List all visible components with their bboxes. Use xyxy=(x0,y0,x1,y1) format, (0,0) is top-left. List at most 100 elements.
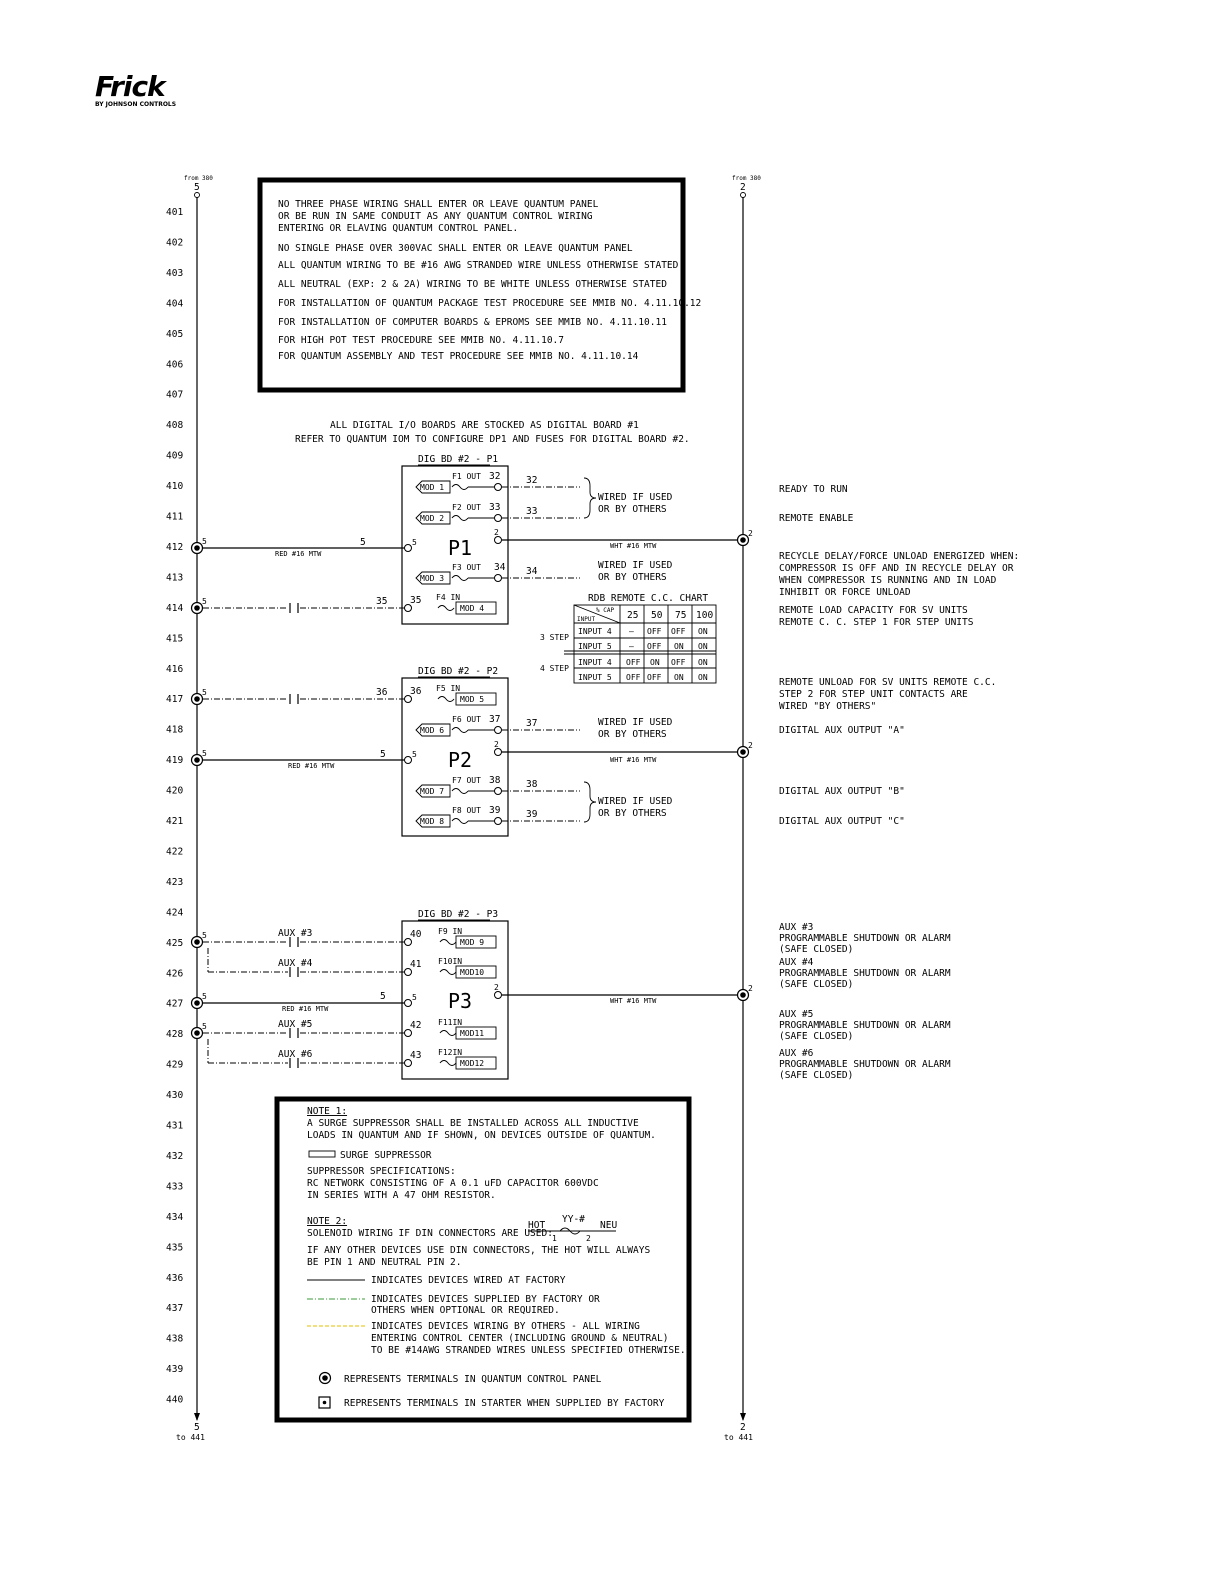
row-number: 440 xyxy=(166,1395,183,1406)
note-line: ALL NEUTRAL (EXP: 2 & 2A) WIRING TO BE W… xyxy=(278,279,667,290)
din-pin: 1 xyxy=(552,1234,557,1243)
row-number: 419 xyxy=(166,755,183,766)
rdb-cell: ON xyxy=(674,642,684,651)
fuse-label: F11IN xyxy=(438,1018,462,1027)
wire-number: 35 xyxy=(376,596,387,607)
wire-label-red: RED #16 MTW xyxy=(275,550,322,558)
wired-if-used: WIRED IF USED xyxy=(598,796,673,807)
wire-label-wht: WHT #16 MTW xyxy=(610,542,657,550)
rdb-cell: ON xyxy=(698,642,708,651)
right-rail-to: to 441 xyxy=(724,1433,753,1442)
rdb-cell: OFF xyxy=(647,642,662,651)
row-number: 430 xyxy=(166,1090,183,1101)
wire-number: 40 xyxy=(410,929,422,940)
row-number: 436 xyxy=(166,1273,183,1284)
description: AUX #6 xyxy=(779,1048,814,1059)
stock-note: REFER TO QUANTUM IOM TO CONFIGURE DP1 AN… xyxy=(295,434,690,445)
fuse-label: F4 IN xyxy=(436,593,460,602)
aux-label: AUX #4 xyxy=(278,958,313,969)
description: DIGITAL AUX OUTPUT "A" xyxy=(779,725,905,736)
description: (SAFE CLOSED) xyxy=(779,979,853,990)
descriptions: READY TO RUN REMOTE ENABLE RECYCLE DELAY… xyxy=(779,484,1019,1081)
note-line: NO SINGLE PHASE OVER 300VAC SHALL ENTER … xyxy=(278,243,633,254)
legend-line: TO BE #14AWG STRANDED WIRES UNLESS SPECI… xyxy=(371,1345,686,1356)
fuse-label: F7 OUT xyxy=(452,776,481,785)
mod-label: MOD10 xyxy=(460,968,484,977)
row-number: 420 xyxy=(166,786,183,797)
wire-number: 38 xyxy=(526,779,538,790)
row-number: 431 xyxy=(166,1121,183,1132)
description: WIRED "BY OTHERS" xyxy=(779,701,876,712)
wire-label-red: RED #16 MTW xyxy=(288,762,335,770)
note-line: SURGE SUPPRESSOR xyxy=(340,1150,432,1161)
row-number: 411 xyxy=(166,512,183,523)
row-numbers: 4014024034044054064074084094104114124134… xyxy=(166,207,183,1406)
description: AUX #5 xyxy=(779,1009,813,1020)
board-p1: DIG BD #2 - P1 P1 MOD 1 F1 OUT 32 32 MOD… xyxy=(203,454,737,625)
fuse-label: F2 OUT xyxy=(452,503,481,512)
right-rail-top-num: 2 xyxy=(740,182,746,193)
row-number: 439 xyxy=(166,1364,183,1375)
logo-text: Frick xyxy=(95,70,168,103)
legend-line: INDICATES DEVICES WIRED AT FACTORY xyxy=(371,1275,566,1286)
rdb-cell: OFF xyxy=(671,627,686,636)
description: (SAFE CLOSED) xyxy=(779,1070,853,1081)
wired-if-used: OR BY OTHERS xyxy=(598,729,667,740)
row-number: 438 xyxy=(166,1334,183,1345)
board-p3: DIG BD #2 - P3 P3 AUX #3 40 F9 IN MOD 9 … xyxy=(203,909,737,1080)
row-number: 405 xyxy=(166,329,183,340)
bottom-notes-box: NOTE 1: A SURGE SUPPRESSOR SHALL BE INST… xyxy=(274,1096,692,1423)
description: WHEN COMPRESSOR IS RUNNING AND IN LOAD xyxy=(779,575,997,586)
wired-if-used: WIRED IF USED xyxy=(598,560,673,571)
wire-number: 42 xyxy=(410,1020,421,1031)
rdb-cell: OFF xyxy=(647,627,662,636)
terminal-number: 5 xyxy=(202,688,207,697)
legend-line: OTHERS WHEN OPTIONAL OR REQUIRED. xyxy=(371,1305,560,1316)
description: READY TO RUN xyxy=(779,484,848,495)
row-number: 435 xyxy=(166,1242,183,1253)
description: PROGRAMMABLE SHUTDOWN OR ALARM xyxy=(779,1059,951,1070)
fuse-label: F3 OUT xyxy=(452,563,481,572)
terminal-number: 5 xyxy=(202,597,207,606)
row-number: 424 xyxy=(166,907,183,918)
wire-number: 2 xyxy=(494,983,499,992)
terminal-number: 5 xyxy=(202,749,207,758)
rdb-cell: ON xyxy=(674,673,684,682)
row-number: 402 xyxy=(166,237,183,248)
fuse-label: F6 OUT xyxy=(452,715,481,724)
mod-label: MOD 1 xyxy=(420,483,444,492)
rdb-chart: RDB REMOTE C.C. CHART % CAP INPUT 25 50 … xyxy=(540,593,717,684)
description: STEP 2 FOR STEP UNIT CONTACTS ARE xyxy=(779,689,968,700)
mod-label: MOD 3 xyxy=(420,574,444,583)
note-line: SOLENOID WIRING IF DIN CONNECTORS ARE US… xyxy=(307,1228,553,1239)
fuse-label: F12IN xyxy=(438,1048,462,1057)
terminal-number: 5 xyxy=(202,931,207,940)
rdb-cell: OFF xyxy=(647,673,662,682)
description: REMOTE C. C. STEP 1 FOR STEP UNITS xyxy=(779,617,974,628)
row-number: 426 xyxy=(166,968,183,979)
rdb-input: INPUT 4 xyxy=(578,627,612,636)
din-pin: 2 xyxy=(586,1234,591,1243)
fuse-label: F9 IN xyxy=(438,927,462,936)
row-number: 417 xyxy=(166,694,183,705)
rdb-group: 4 STEP xyxy=(540,664,569,673)
row-number: 408 xyxy=(166,420,183,431)
fuse-label: F10IN xyxy=(438,957,462,966)
row-number: 403 xyxy=(166,268,183,279)
rdb-cell: ON xyxy=(650,658,660,667)
right-rail-from: from 380 xyxy=(732,175,761,182)
rdb-cell: — xyxy=(629,642,634,651)
fuse-label: F5 IN xyxy=(436,684,460,693)
row-number: 406 xyxy=(166,359,183,370)
note-line: LOADS IN QUANTUM AND IF SHOWN, ON DEVICE… xyxy=(307,1130,656,1141)
row-number: 421 xyxy=(166,816,183,827)
mod-label: MOD11 xyxy=(460,1029,484,1038)
note-line: IN SERIES WITH A 47 OHM RESISTOR. xyxy=(307,1190,496,1201)
row-number: 418 xyxy=(166,725,183,736)
note-line: FOR INSTALLATION OF QUANTUM PACKAGE TEST… xyxy=(278,298,701,309)
row-number: 432 xyxy=(166,1151,183,1162)
row-number: 401 xyxy=(166,207,183,218)
description: PROGRAMMABLE SHUTDOWN OR ALARM xyxy=(779,1020,951,1031)
terminals: 5 5 5 5 5 5 5 2 2 2 xyxy=(190,529,753,1040)
